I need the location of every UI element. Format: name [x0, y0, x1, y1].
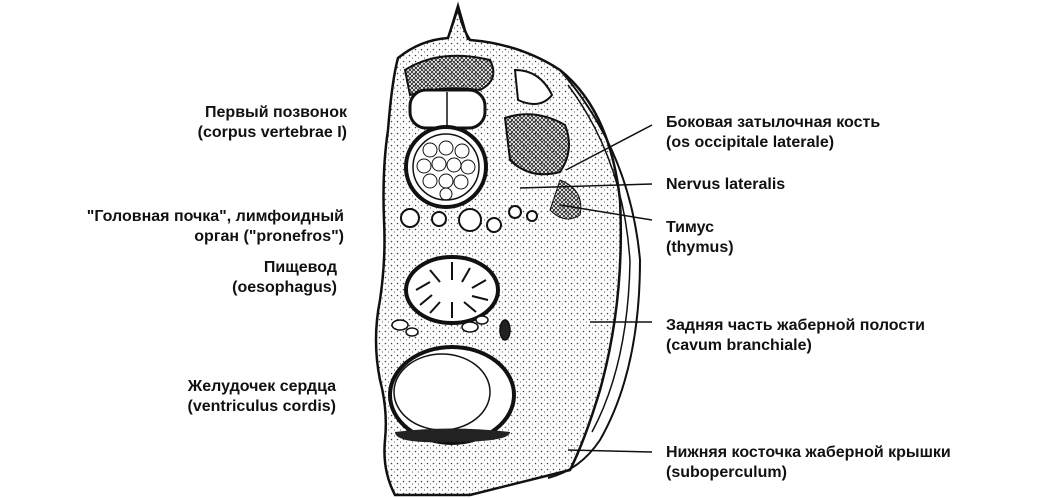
- label-nervus-lateralis: Nervus lateralis: [666, 175, 785, 195]
- label-esophagus: Пищевод (oesophagus): [232, 258, 337, 298]
- label-thymus: Тимус (thymus): [666, 218, 734, 258]
- label-head-kidney: "Головная почка", лимфоидный орган ("pro…: [87, 207, 344, 247]
- label-suboperculum: Нижняя косточка жаберной крышки (suboper…: [666, 443, 951, 483]
- label-vertebra: Первый позвонок (corpus vertebrae I): [198, 103, 347, 143]
- label-cavum-branchiale: Задняя часть жаберной полости (cavum bra…: [666, 316, 925, 356]
- label-occipital: Боковая затылочная кость (os occipitale …: [666, 113, 880, 153]
- label-ventricle: Желудочек сердца (ventriculus cordis): [188, 377, 336, 417]
- occipital-bone: [505, 114, 569, 174]
